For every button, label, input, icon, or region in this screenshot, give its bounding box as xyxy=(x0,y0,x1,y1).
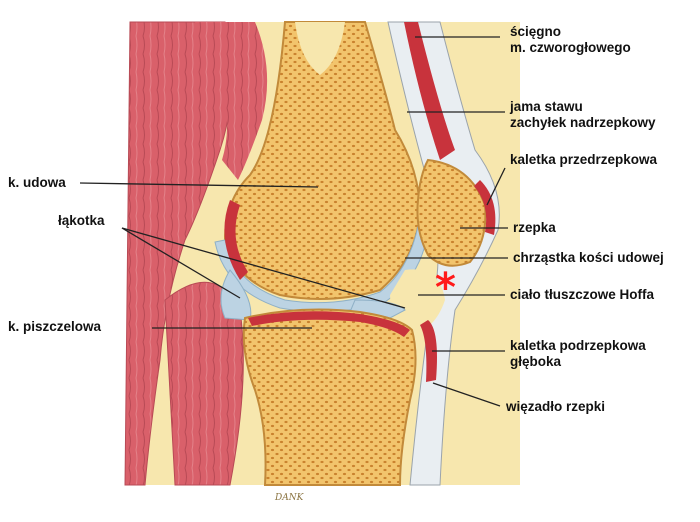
label-prepatellar-bursa: kaletka przedrzepkowa xyxy=(510,152,657,168)
artist-signature: DANK xyxy=(274,493,305,503)
red-asterisk-marker: * xyxy=(435,268,456,308)
label-hoffa-fat-pad: ciało tłuszczowe Hoffa xyxy=(510,287,654,303)
label-joint-cavity-line1: jama stawu xyxy=(510,99,583,115)
label-deep-bursa-line2: głęboka xyxy=(510,354,561,370)
label-tibia: k. piszczelowa xyxy=(8,319,101,335)
label-joint-cavity-line2: zachyłek nadrzepkowy xyxy=(510,115,656,131)
label-tendon-line1: ścięgno xyxy=(510,24,561,40)
label-femur: k. udowa xyxy=(8,175,66,191)
label-patella: rzepka xyxy=(513,220,556,236)
label-deep-bursa-line1: kaletka podrzepkowa xyxy=(510,338,646,354)
label-patellar-ligament: więzadło rzepki xyxy=(506,399,605,415)
tibia-bone xyxy=(244,310,416,485)
label-tendon-line2: m. czworogłowego xyxy=(510,40,631,56)
label-meniscus: łąkotka xyxy=(58,213,105,229)
label-femoral-cartilage: chrząstka kości udowej xyxy=(513,250,664,266)
